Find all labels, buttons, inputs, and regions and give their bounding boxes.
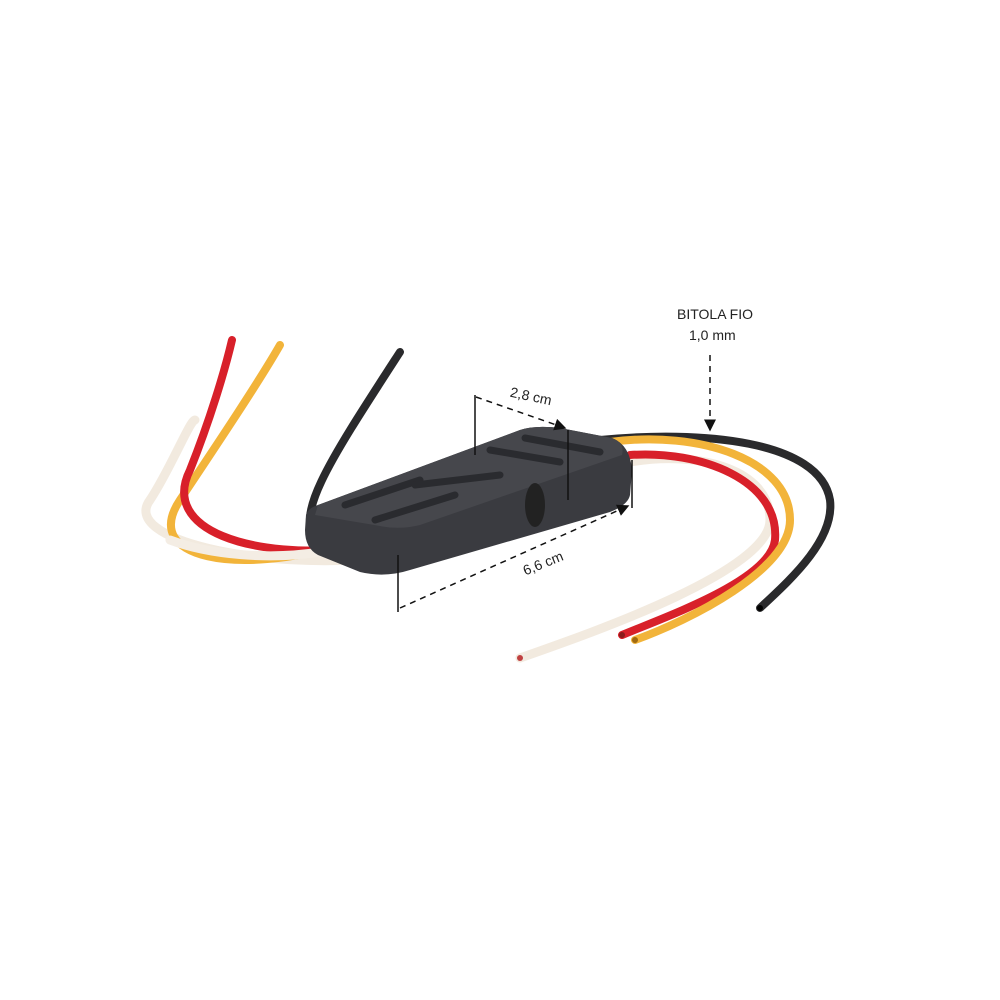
wire-red-right [618, 450, 780, 639]
wire-gauge-value: 1,0 mm [689, 327, 736, 343]
wire-black-right [596, 432, 835, 612]
wire-gauge-title: BITOLA FIO [677, 306, 753, 322]
dimension-lines [397, 355, 716, 612]
wire-yellow-right [606, 435, 795, 644]
wire-red-left [180, 336, 364, 555]
connector-module [305, 426, 632, 575]
